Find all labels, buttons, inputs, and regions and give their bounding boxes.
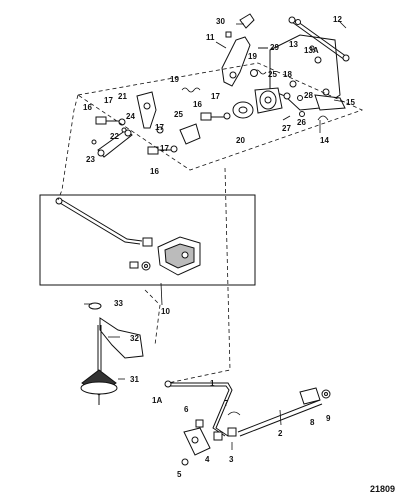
callout-5: 5 <box>177 470 182 479</box>
callout-2: 2 <box>278 429 283 438</box>
callout-17-right: 17 <box>211 92 220 101</box>
callout-24: 24 <box>126 112 135 121</box>
callout-26: 26 <box>297 118 306 127</box>
callout-29: 29 <box>270 43 279 52</box>
callout-13: 13 <box>289 40 298 49</box>
callout-16-bottom: 16 <box>150 167 159 176</box>
callout-17-bottom: 17 <box>160 144 169 153</box>
callout-labels: 30 11 29 19 13 13A 12 25 18 28 15 26 27 … <box>83 15 355 479</box>
callout-32: 32 <box>130 334 139 343</box>
figure-number: 21809 <box>370 484 395 494</box>
callout-11: 11 <box>206 33 215 42</box>
callout-3: 3 <box>229 455 234 464</box>
callout-9: 9 <box>326 414 331 423</box>
callout-22: 22 <box>110 132 119 141</box>
callout-16-right: 16 <box>193 100 202 109</box>
callout-19-mid: 19 <box>170 75 179 84</box>
callout-21: 21 <box>118 92 127 101</box>
top-assembly-outline <box>76 62 364 171</box>
callout-16-left: 16 <box>83 103 92 112</box>
callout-10: 10 <box>161 307 170 316</box>
linkage-assembly-box <box>39 194 256 286</box>
callout-15: 15 <box>346 98 355 107</box>
callout-1: 1 <box>210 379 215 388</box>
throttle-lever-group <box>91 87 231 158</box>
leader-lines <box>57 21 347 450</box>
callout-1a: 1A <box>152 396 162 405</box>
callout-27: 27 <box>282 124 291 133</box>
callout-13a: 13A <box>304 46 319 55</box>
callout-18: 18 <box>283 70 292 79</box>
shift-assembly-stand <box>80 302 144 405</box>
callout-30: 30 <box>216 17 225 26</box>
callout-8: 8 <box>310 418 315 427</box>
callout-25-top: 25 <box>268 70 277 79</box>
callout-23: 23 <box>86 155 95 164</box>
throttle-bracket-assembly <box>221 13 350 121</box>
callout-6: 6 <box>184 405 189 414</box>
callout-20: 20 <box>236 136 245 145</box>
callout-4: 4 <box>205 455 210 464</box>
callout-28: 28 <box>304 91 313 100</box>
callout-12: 12 <box>333 15 342 24</box>
callout-14: 14 <box>320 136 329 145</box>
callout-7: 7 <box>224 399 229 408</box>
callout-31: 31 <box>130 375 139 384</box>
callout-33: 33 <box>114 299 123 308</box>
callout-25-mid: 25 <box>174 110 183 119</box>
callout-17-mid: 17 <box>155 123 164 132</box>
callout-17-left: 17 <box>104 96 113 105</box>
callout-19-top: 19 <box>248 52 257 61</box>
shift-linkage-bottom <box>164 380 331 466</box>
